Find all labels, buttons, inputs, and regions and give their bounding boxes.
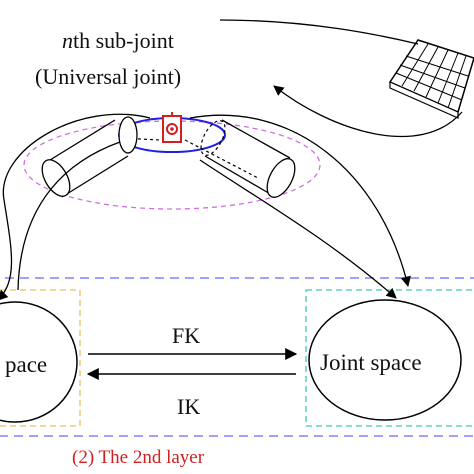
joint-to-jointspace-arrow-outer bbox=[189, 114, 411, 288]
joint-title-rest: th sub-joint bbox=[73, 28, 174, 53]
joint-space-label: Joint space bbox=[320, 350, 422, 375]
task-space-label: pace bbox=[5, 352, 47, 377]
task-space-node bbox=[0, 301, 78, 423]
ik-label: IK bbox=[177, 394, 200, 419]
joint-subtitle: (Universal joint) bbox=[35, 64, 181, 89]
joint-space-node bbox=[308, 299, 462, 421]
fk-label: FK bbox=[172, 323, 200, 348]
joint-workspace-ellipse bbox=[23, 120, 321, 210]
left-joint-hub bbox=[118, 116, 138, 154]
panel-to-label-arrow bbox=[273, 85, 463, 138]
joint-to-task-arrow-outer bbox=[0, 113, 151, 301]
task-space-box bbox=[0, 289, 81, 427]
joint-to-task-arrow-inner bbox=[17, 141, 121, 291]
label-connector-curve bbox=[219, 19, 419, 45]
joint-title: nth sub-joint bbox=[62, 28, 174, 53]
left-link-cylinder bbox=[41, 119, 161, 198]
joint-to-jointspace-arrow-inner bbox=[199, 159, 397, 299]
right-link-cylinder bbox=[184, 119, 296, 198]
solar-panel-icon bbox=[388, 39, 474, 119]
joint-center-marker bbox=[162, 112, 182, 143]
layer-caption: (2) The 2nd layer bbox=[72, 447, 205, 468]
joint-index-symbol: n bbox=[62, 28, 73, 53]
layer-boundary bbox=[0, 277, 474, 437]
